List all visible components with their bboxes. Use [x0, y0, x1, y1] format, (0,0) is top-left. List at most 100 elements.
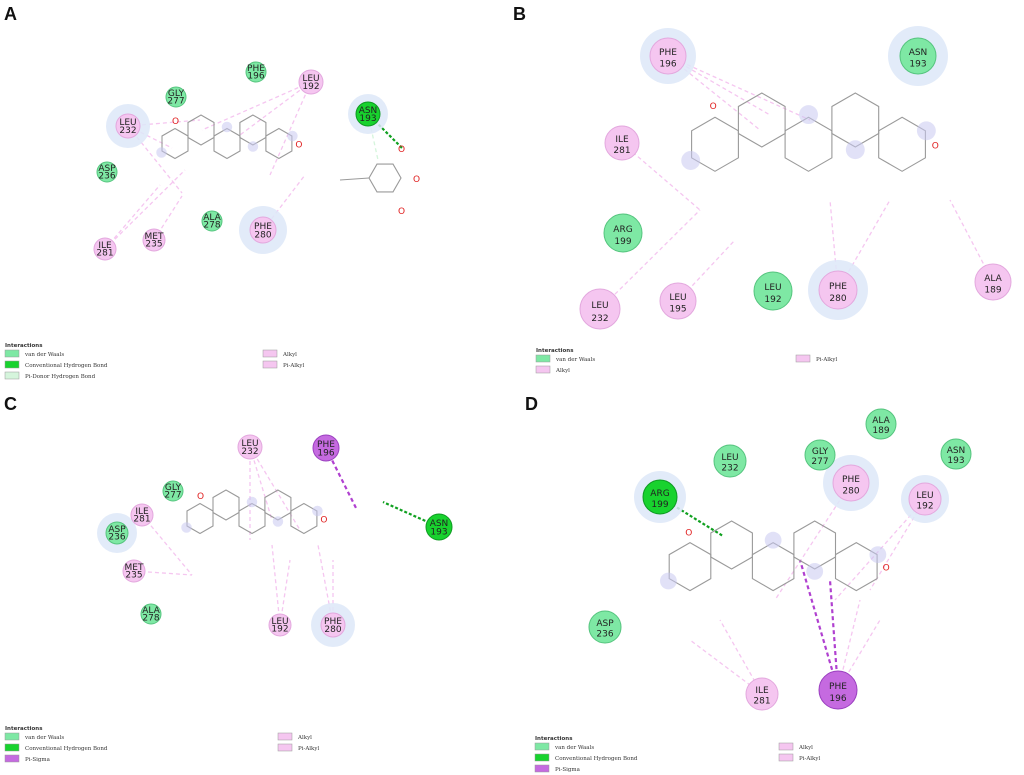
- residue-name: ILE: [615, 135, 629, 145]
- legend-swatch-vdw: [4, 732, 20, 741]
- residue-disc: [818, 670, 858, 710]
- residue-disc: [298, 69, 324, 95]
- residue-name: PHE: [317, 440, 335, 450]
- legend-item-text: van der Waals: [555, 357, 595, 363]
- residue-name: MET: [145, 232, 164, 242]
- residue-name: ALA: [984, 274, 1002, 284]
- residue-number: 235: [145, 240, 162, 250]
- residue-number: 232: [721, 463, 738, 473]
- residue-number: 192: [271, 625, 288, 635]
- interaction-line-hbond_line: [367, 113, 404, 150]
- residue-disc: [162, 480, 184, 502]
- residue-disc: [908, 482, 942, 516]
- residue-name: PHE: [659, 48, 677, 58]
- residue-disc: [201, 210, 223, 232]
- interaction-line-alkyl: [249, 446, 301, 531]
- ring-bond: [264, 489, 292, 521]
- interaction-line-alkyl: [269, 81, 312, 176]
- legend-item-text: Pi-Donor Hydrogen Bond: [25, 374, 96, 380]
- residue-name: LEU: [764, 283, 781, 293]
- residue-number: 196: [317, 449, 334, 459]
- residue-name: ASP: [596, 619, 614, 629]
- legend-swatch-vdw: [534, 742, 550, 751]
- oxygen-atom: O: [398, 145, 405, 155]
- panel-label-B: B: [513, 4, 526, 24]
- ligand-structure-3: OO: [660, 520, 890, 592]
- legend-item-text: Pi-Alkyl: [816, 357, 837, 363]
- residue-number: 192: [764, 295, 781, 305]
- residue-name: ILE: [755, 686, 769, 696]
- residue-number: 280: [254, 231, 271, 241]
- ligand-structure-1: OO: [681, 92, 939, 172]
- pi-blob: [845, 140, 865, 160]
- legend-item-text: Alkyl: [297, 735, 312, 741]
- legend-swatch-pisigma: [534, 764, 550, 773]
- interaction-line-alkyl: [104, 169, 186, 250]
- interaction-line-pisigma_line: [828, 579, 840, 691]
- residue-name: LEU: [669, 293, 686, 303]
- legend-item-text: Alkyl: [555, 368, 570, 374]
- residue-disc: [93, 237, 117, 261]
- residue-name: ASN: [909, 48, 928, 58]
- oxygen-atom: O: [197, 492, 204, 502]
- ring-bond: [290, 502, 318, 535]
- oxygen-atom: O: [883, 564, 890, 574]
- residue-number: 232: [591, 314, 608, 324]
- residue-number: 199: [614, 237, 631, 247]
- residue-number: 278: [142, 614, 159, 624]
- residue-disc: [940, 438, 972, 470]
- legend-item-text: Conventional Hydrogen Bond: [25, 363, 108, 369]
- oxygen-atom: O: [710, 102, 717, 112]
- oxygen-atom: O: [685, 528, 692, 538]
- residue-leu-192: LEU 192: [753, 271, 793, 311]
- oxygen-atom: O: [398, 207, 405, 217]
- residue-number: 281: [96, 249, 113, 259]
- ring-bond: [831, 92, 880, 148]
- residue-disc: [105, 521, 129, 545]
- residue-disc: [818, 270, 858, 310]
- residue-disc: [142, 228, 166, 252]
- residue-name: PHE: [247, 64, 265, 74]
- residue-number: 280: [324, 625, 341, 635]
- residue-number: 236: [596, 629, 613, 639]
- legend-item-text: van der Waals: [24, 352, 64, 358]
- interaction-line-alkyl: [104, 184, 161, 250]
- residue-name: PHE: [829, 682, 847, 692]
- ligand-structure-2: OO: [181, 489, 328, 535]
- interaction-line-alkyl: [262, 174, 306, 231]
- residue-disc: [603, 213, 643, 253]
- residue-disc: [237, 434, 263, 460]
- residue-number: 193: [359, 114, 376, 124]
- residue-disc: [713, 444, 747, 478]
- residue-number: 281: [613, 146, 630, 156]
- legend-swatch-alkyl: [795, 354, 811, 363]
- residue-name: ASP: [108, 525, 126, 535]
- residue-name: GLY: [812, 447, 829, 457]
- residue-disc: [642, 479, 678, 515]
- pi-blob: [799, 105, 818, 125]
- legend-item-text: Conventional Hydrogen Bond: [555, 756, 638, 762]
- residue-disc: [245, 61, 267, 83]
- pi-blob: [312, 505, 323, 517]
- residue-name: ALA: [203, 213, 221, 223]
- residue-disc: [865, 408, 897, 440]
